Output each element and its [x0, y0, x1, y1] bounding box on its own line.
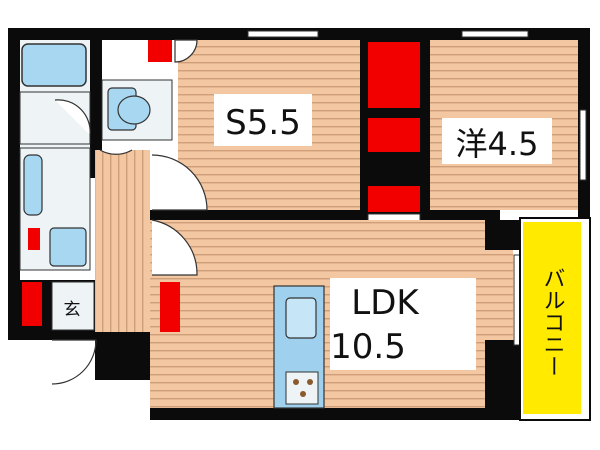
window-service: [247, 30, 319, 38]
kitchen-stove: [285, 371, 319, 405]
ldk-label-box: [330, 278, 476, 370]
door-swing-ldk: [151, 219, 198, 276]
wall-bottom: [150, 408, 520, 420]
door-swing-bath: [54, 99, 91, 136]
wet-storage-red: [28, 228, 40, 250]
window-western-side: [579, 109, 587, 181]
western-room-label-box: [442, 118, 552, 164]
balcony-label: バルコニー: [540, 267, 565, 377]
entrance-label: 玄: [64, 300, 81, 320]
wall-left: [8, 28, 20, 340]
ldk-floor-right: [485, 250, 513, 340]
toilet-bowl: [117, 95, 151, 125]
door-swing-top: [174, 39, 198, 63]
hall-storage: [160, 282, 180, 332]
shower-tray: [23, 154, 43, 216]
service-room-storage: [148, 40, 172, 62]
kitchen-sink: [285, 297, 317, 339]
stove-burner: [293, 379, 299, 385]
western-room-label: 洋4.5: [456, 125, 539, 163]
closet-3: [368, 186, 420, 212]
wall-ldk-right: [485, 220, 520, 250]
shoe-storage: [22, 282, 42, 326]
entrance-door: [51, 339, 97, 385]
wall-right-lower: [485, 340, 520, 420]
stove-burner: [300, 391, 306, 397]
ldk-label-line1: LDK: [351, 283, 420, 323]
closet-1: [368, 42, 420, 108]
wall-horizontal-mid: [150, 210, 500, 220]
closet-2: [368, 118, 420, 152]
balcony-area: [523, 222, 581, 414]
service-room-label-box: [214, 94, 312, 146]
bathtub: [21, 43, 87, 87]
wall-bath-divider: [90, 28, 102, 178]
washbasin: [49, 227, 87, 267]
stove-burner: [307, 379, 313, 385]
ldk-label-line2: 10.5: [330, 327, 406, 367]
entrance-floor: [51, 281, 95, 331]
hallway-floor: [95, 150, 150, 332]
door-swing-toilet: [99, 149, 133, 155]
door-swing-service: [151, 154, 208, 211]
service-room-label: S5.5: [225, 103, 301, 143]
window-western: [461, 30, 529, 38]
